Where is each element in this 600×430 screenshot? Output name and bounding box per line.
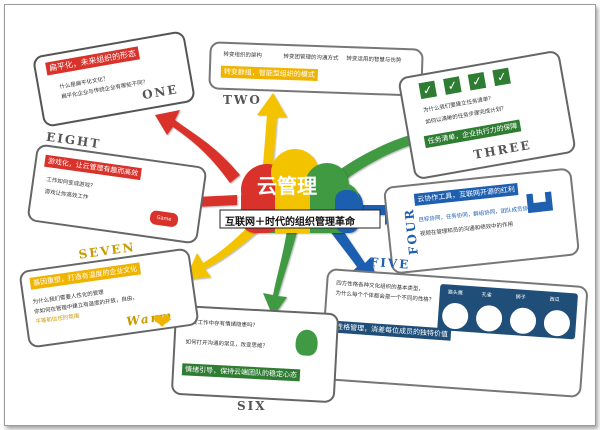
arrow-seven [185, 220, 263, 280]
four-line2: 视频在管理和员的沟通和绩效中的作用 [419, 221, 514, 238]
arrow-one [155, 110, 240, 183]
five-number: FIVE [369, 254, 411, 272]
six-number: SIX [237, 399, 267, 413]
eight-line2: 游戏让你高效工作 [44, 188, 89, 201]
two-banner: 转变群组，智能型组织的模式 [220, 65, 318, 82]
gamepad-icon: Game [149, 209, 179, 228]
card-five: FIVE 四方性格各种文化组织的基本类型， 为什么每个个体都会是一个不同的性格？… [319, 255, 589, 399]
check-icon: ✓ [443, 76, 462, 95]
two-line1b: 转变团管理的沟通方式 [283, 53, 339, 62]
arrow-two [257, 93, 287, 167]
animal-watermelon-label: 西瓜 [549, 296, 560, 304]
head-icon [294, 329, 319, 357]
four-line1: 目标协同，任务协同，群组协同，团队成员协同 [418, 205, 534, 224]
three-number: THREE [472, 137, 533, 162]
animal-lion-label: 狮子 [515, 294, 526, 301]
animal-peacock-label: 孔雀 [481, 291, 492, 299]
eight-badge: Game [156, 214, 172, 223]
heart-icon: ❤ [153, 310, 172, 335]
two-line1c: 转变运用的智慧与伤势 [346, 56, 402, 64]
four-number: FOUR [401, 207, 421, 256]
diagram-frame: 云管理 互联网＋时代的组织管理革命 扁平化，未来组织的形态 什么是扁平化文化？ … [4, 4, 596, 426]
six-banner: 情绪引导，保持云端团队的稳定心态 [181, 363, 301, 382]
card-two: 转变组织的架构 转变团管理的沟通方式 转变运用的智慧与伤势 转变群组，智能型组织… [208, 41, 424, 97]
check-icon: ✓ [418, 80, 438, 100]
center-title: 云管理 [257, 174, 317, 198]
animal-owl-label: 猫头鹰 [447, 289, 464, 297]
two-number: TWO [223, 93, 262, 107]
check-icon: ✓ [492, 67, 512, 87]
two-line1a: 转变组织的架构 [223, 51, 263, 60]
seven-banner: 基因重塑，打造有温度的企业文化 [29, 262, 142, 290]
four-banner: 云协作工具，互联网开源的红利 [413, 183, 519, 206]
arrow-five [327, 221, 377, 283]
check-icon: ✓ [467, 71, 487, 91]
five-banner: 性格管理，消差每位成员的独特价值 [332, 320, 452, 341]
people-icon: ▙▟ [526, 191, 553, 214]
center-subtitle: 互联网＋时代的组织管理革命 [225, 217, 355, 228]
arrow-six [263, 230, 297, 317]
six-line2: 如何打开沟通的常见，改变思维？ [185, 339, 269, 350]
